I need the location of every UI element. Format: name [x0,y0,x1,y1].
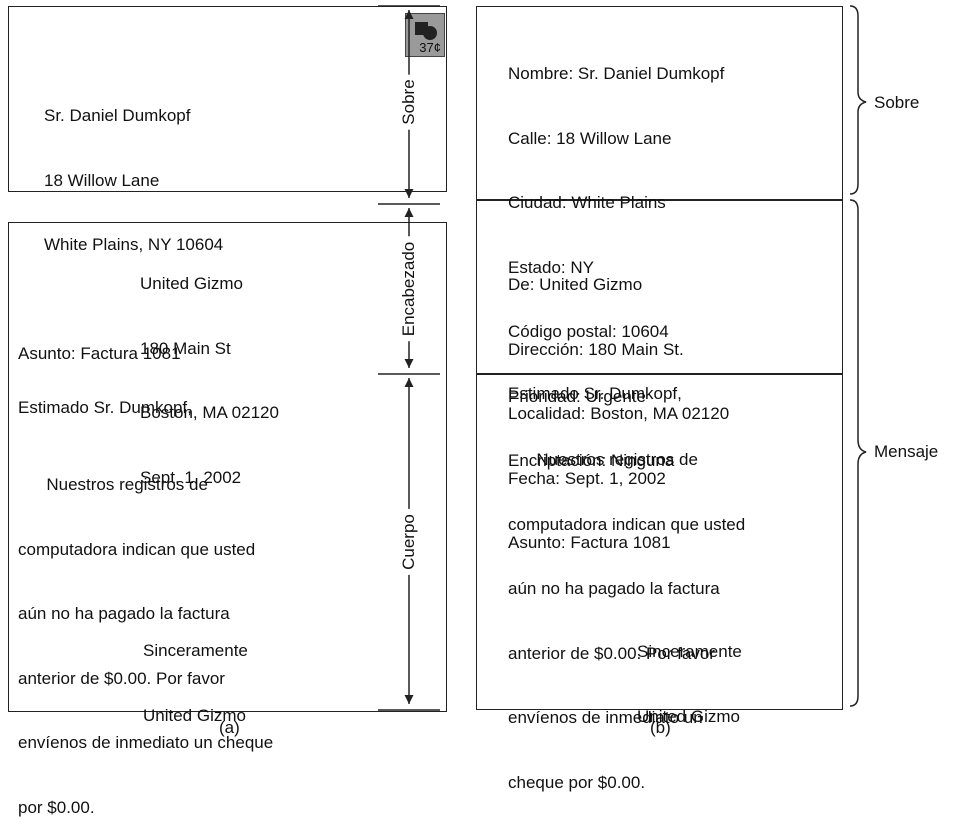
envelope-fields: Nombre: Sr. Daniel Dumkopf Calle: 18 Wil… [508,64,725,470]
brace-sobre [849,5,867,195]
envelope-address: Sr. Daniel Dumkopf 18 Willow Lane White … [44,106,224,254]
brace-mensaje [849,199,867,707]
caption-b: (b) [650,718,671,737]
header-b [476,199,843,375]
body-closing: Sinceramente United Gizmo [637,642,742,726]
brace-label-mensaje: Mensaje [874,442,939,461]
stamp-circle [423,26,437,40]
letter-sender: United Gizmo 180 Main St Boston, MA 0212… [140,274,279,487]
body-b [476,373,843,710]
header-fields: De: United Gizmo Dirección: 180 Main St.… [508,275,730,552]
label-sobre: Sobre [399,74,419,130]
label-encabezado: Encabezado [399,236,419,342]
brace-label-sobre: Sobre [874,93,920,112]
envelope-a [8,6,447,192]
letter-closing: Sinceramente United Gizmo [143,641,248,725]
label-cuerpo: Cuerpo [399,509,419,575]
letter-greeting: Estimado Sr. Dumkopf, [18,398,192,417]
letter-a [8,222,447,712]
letter-body: Nuestros registros de computadora indica… [18,475,274,817]
caption-a: (a) [219,718,240,737]
body-greeting: Estimado Sr. Dumkopf, [508,384,682,403]
letter-subject: Asunto: Factura 1081 [18,344,181,363]
envelope-b [476,6,843,201]
stamp-value: 37¢ [419,40,441,55]
